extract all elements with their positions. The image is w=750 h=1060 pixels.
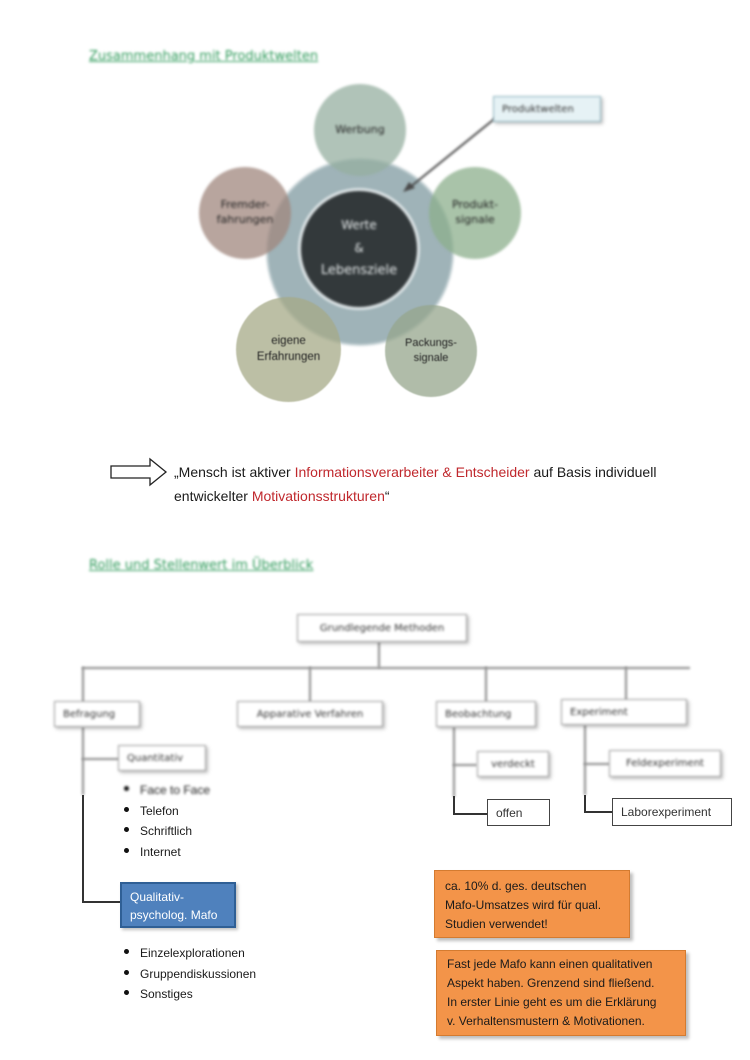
circle-eigene-erfahrungen: eigene Erfahrungen	[236, 297, 341, 402]
node-quantitativ-label: Quantitativ	[127, 752, 184, 764]
node-qualitativ: Qualitativ- psycholog. Mafo	[120, 882, 236, 928]
node-root-label: Grundlegende Methoden	[319, 622, 445, 634]
circle-packungssignale: Packungs- signale	[385, 305, 477, 397]
circle-produktsignale-label: Produkt- signale	[451, 198, 499, 226]
list-item: Schriftlich	[122, 821, 210, 842]
circle-werbung: Werbung	[314, 84, 406, 176]
section-heading-rolle: Rolle und Stellenwert im Überblick	[89, 558, 314, 573]
node-experiment-label: Experiment	[570, 706, 628, 718]
quote-part3: entwickelter	[174, 488, 252, 504]
list-item: Gruppendiskussionen	[122, 964, 256, 985]
list-item: Face to Face	[122, 780, 210, 801]
quote-part1: „Mensch ist aktiver	[174, 464, 295, 480]
callout-arrow-icon	[403, 115, 499, 192]
node-befragung-label: Befragung	[63, 708, 116, 720]
node-feldexperiment: Feldexperiment	[609, 750, 721, 777]
quote-highlight2: Motivationsstrukturen	[251, 488, 385, 504]
node-laborexperiment: Laborexperiment	[612, 798, 732, 826]
node-quantitativ: Quantitativ	[118, 745, 206, 771]
circle-packung-label: Packungs- signale	[405, 337, 457, 364]
node-apparative-verfahren: Apparative Verfahren	[237, 701, 383, 727]
quote-text: „Mensch ist aktiver Informationsverarbei…	[174, 460, 656, 508]
node-offen: offen	[487, 799, 550, 826]
center-line1: Werte	[341, 217, 377, 232]
circle-fremderfahrungen: Fremder- fahrungen	[199, 167, 291, 259]
list-item: Sonstiges	[122, 984, 256, 1005]
circle-eigene-label: eigene Erfahrungen	[256, 334, 321, 363]
node-feldexperiment-label: Feldexperiment	[626, 758, 704, 769]
list-item: Internet	[122, 842, 210, 863]
node-verdeckt: verdeckt	[477, 751, 549, 777]
callout-label: Produktwelten	[502, 103, 574, 115]
note-umsatz: ca. 10% d. ges. deutschen Mafo-Umsatzes …	[434, 870, 630, 938]
node-experiment: Experiment	[561, 699, 687, 725]
right-arrow-icon	[110, 457, 168, 487]
callout-produktwelten: Produktwelten	[493, 96, 601, 122]
node-beobachtung-label: Beobachtung	[445, 708, 512, 720]
node-offen-label: offen	[496, 805, 523, 820]
note-qualitativ-aspekt: Fast jede Mafo kann einen qualitativen A…	[436, 950, 686, 1036]
circle-fremderfahrungen-label: Fremder- fahrungen	[216, 198, 274, 226]
circle-produktsignale: Produkt- signale	[429, 167, 521, 259]
node-befragung: Befragung	[54, 701, 140, 727]
quote-part2: auf Basis individuell	[529, 464, 657, 480]
quote-part4: “	[384, 488, 390, 504]
quote-highlight1: Informationsverarbeiter & Entscheider	[294, 464, 530, 480]
center-circle-werte: Werte & Lebensziele	[298, 188, 420, 310]
node-verdeckt-label: verdeckt	[491, 758, 535, 770]
node-laborexperiment-label: Laborexperiment	[621, 805, 712, 819]
node-grundlegende-methoden: Grundlegende Methoden	[297, 614, 467, 642]
node-apparative-label: Apparative Verfahren	[256, 708, 364, 720]
node-beobachtung: Beobachtung	[436, 701, 536, 727]
center-line2: &	[354, 240, 364, 255]
list-qualitativ: Einzelexplorationen Gruppendiskussionen …	[122, 943, 256, 1005]
circle-werbung-label: Werbung	[335, 122, 385, 136]
list-item: Telefon	[122, 801, 210, 822]
center-line3: Lebensziele	[320, 263, 398, 279]
list-item: Einzelexplorationen	[122, 943, 256, 964]
list-quantitativ: Face to Face Telefon Schriftlich Interne…	[122, 780, 210, 862]
section-heading-produktwelten: Zusammenhang mit Produktwelten	[89, 49, 319, 64]
